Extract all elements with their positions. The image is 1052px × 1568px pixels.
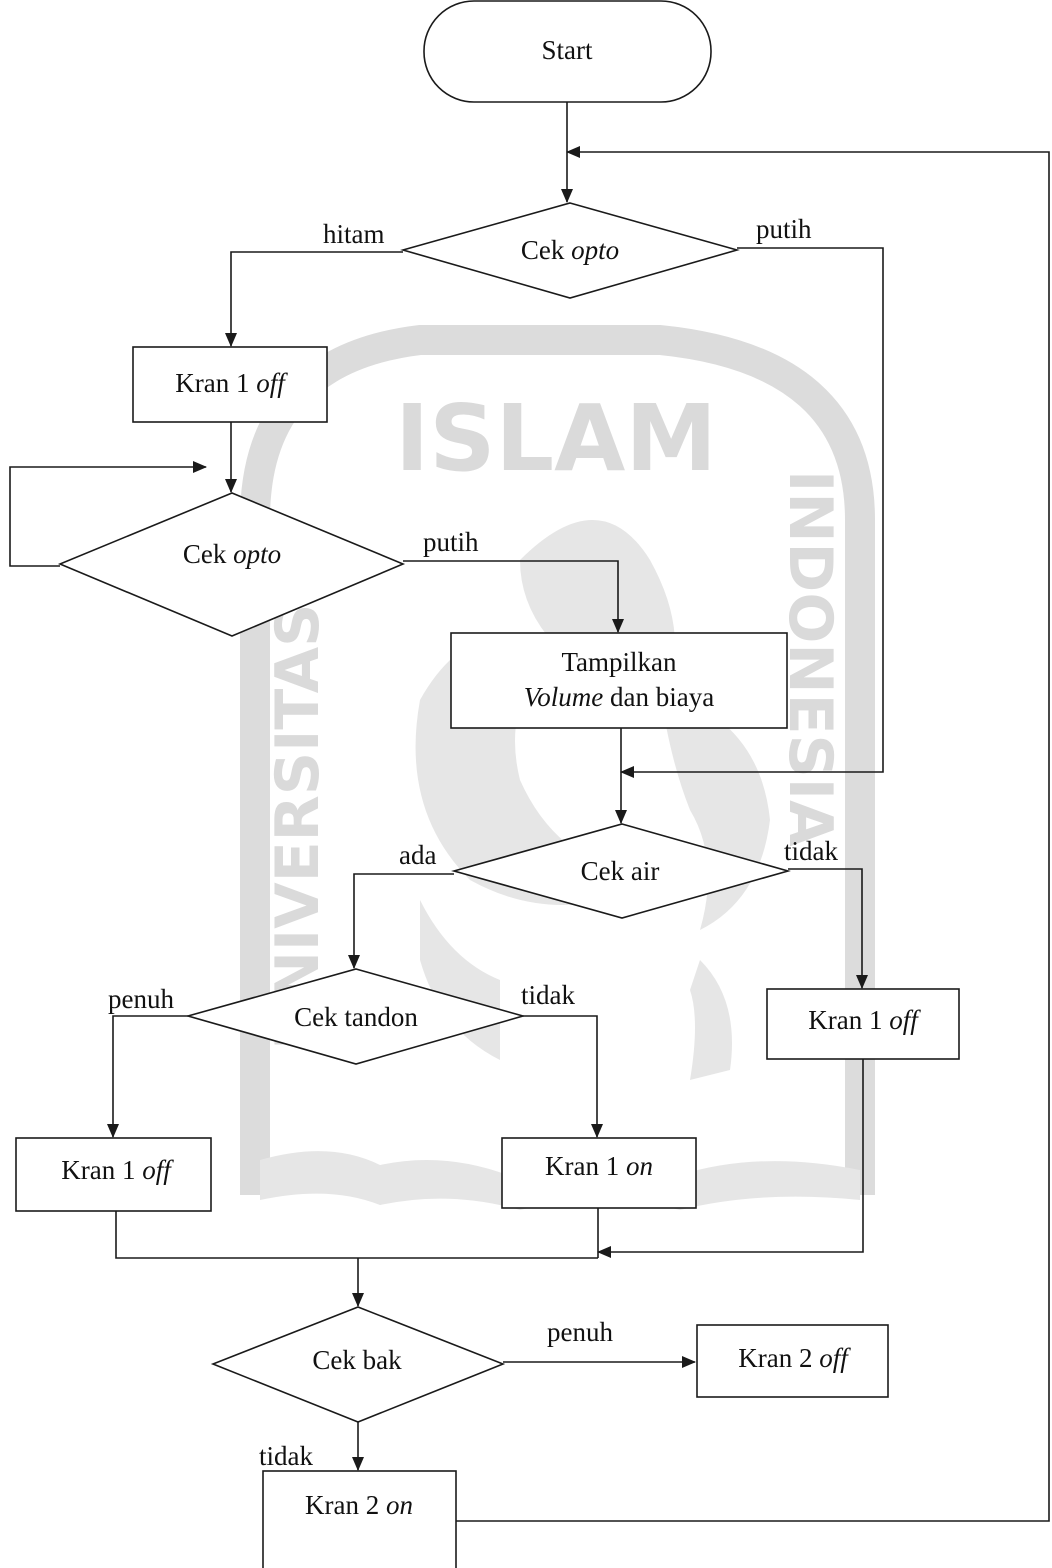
edge-tidak-air xyxy=(788,868,868,989)
start-node: Start xyxy=(423,0,712,103)
process-kran2-off-label: Kran 2 off xyxy=(738,1343,851,1373)
edge-merge-left xyxy=(115,1211,598,1259)
edge-self-loop xyxy=(9,461,207,567)
edge-label-penuh-tandon: penuh xyxy=(108,984,174,1014)
decision-cek-bak: Cek bak xyxy=(210,1306,506,1423)
watermark-left-text: UNIVERSITAS xyxy=(263,604,333,1050)
process-kran1-off-left-label: Kran 1 off xyxy=(61,1155,174,1185)
edge-label-hitam: hitam xyxy=(323,219,385,249)
edge-penuh-tandon xyxy=(107,1015,188,1138)
edge-label-putih-1: putih xyxy=(756,214,812,244)
decision-cek-opto-2: Cek opto xyxy=(57,492,406,637)
process-kran1-off-right-label: Kran 1 off xyxy=(808,1005,921,1035)
edge-hitam xyxy=(225,251,403,347)
process-kran1-off-top-label: Kran 1 off xyxy=(175,368,288,398)
edge-merge-right xyxy=(597,1059,864,1258)
edge-loop-back xyxy=(456,146,1050,1522)
process-kran1-off-top: Kran 1 off xyxy=(132,346,328,423)
edge-tidak-tandon xyxy=(523,1015,603,1138)
process-tampilkan-line2: Volume dan biaya xyxy=(524,682,714,712)
edge-label-tidak-bak: tidak xyxy=(259,1441,313,1471)
edge-label-putih-2: putih xyxy=(423,527,479,557)
decision-cek-tandon-label: Cek tandon xyxy=(294,1002,418,1032)
decision-cek-air-label: Cek air xyxy=(581,856,660,886)
edge-putih-2 xyxy=(403,560,624,633)
decision-cek-opto-2-label: Cek opto xyxy=(183,539,281,569)
edge-putih-1 xyxy=(620,247,884,778)
edge-label-tidak-air: tidak xyxy=(784,836,838,866)
process-tampilkan-volume: Tampilkan Volume dan biaya xyxy=(450,632,788,729)
decision-cek-bak-label: Cek bak xyxy=(312,1345,402,1375)
decision-cek-tandon: Cek tandon xyxy=(185,968,526,1065)
start-label: Start xyxy=(542,35,593,65)
decision-cek-air: Cek air xyxy=(451,823,791,919)
decision-cek-opto-1: Cek opto xyxy=(400,202,740,299)
process-kran2-on: Kran 2 on xyxy=(262,1470,457,1568)
process-kran1-on: Kran 1 on xyxy=(501,1137,697,1209)
process-kran1-off-left: Kran 1 off xyxy=(15,1137,212,1212)
edge-label-tidak-tandon: tidak xyxy=(521,980,575,1010)
process-tampilkan-line1: Tampilkan xyxy=(561,647,677,677)
edge-label-penuh-bak: penuh xyxy=(547,1317,613,1347)
process-kran2-off: Kran 2 off xyxy=(696,1324,889,1398)
watermark-top-text: ISLAM xyxy=(395,385,717,492)
process-kran1-off-right: Kran 1 off xyxy=(766,988,960,1060)
edge-ada xyxy=(348,873,454,969)
watermark-emblem: ISLAM UNIVERSITAS INDONESIA xyxy=(240,325,875,1210)
edge-label-ada: ada xyxy=(399,840,436,870)
process-kran1-on-label: Kran 1 on xyxy=(545,1151,653,1181)
decision-cek-opto-1-label: Cek opto xyxy=(521,235,619,265)
process-kran2-on-label: Kran 2 on xyxy=(305,1490,413,1520)
